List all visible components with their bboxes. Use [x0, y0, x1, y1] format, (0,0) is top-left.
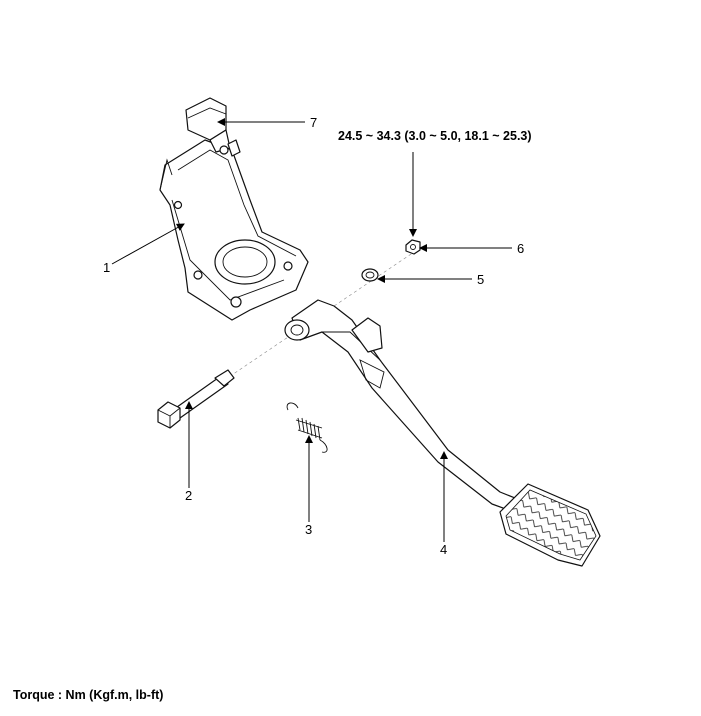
- callout-7: 7: [310, 115, 317, 130]
- clutch-pedal: [284, 299, 601, 567]
- callout-1: 1: [103, 260, 110, 275]
- callout-6: 6: [517, 241, 524, 256]
- callout-2: 2: [185, 488, 192, 503]
- callout-5: 5: [477, 272, 484, 287]
- pedal-bracket: [159, 139, 309, 321]
- nut: [405, 239, 421, 255]
- clutch-switch: [185, 97, 241, 157]
- washer: [361, 268, 379, 282]
- return-spring: [286, 402, 328, 453]
- torque-units-caption: Torque : Nm (Kgf.m, lb-ft): [13, 688, 164, 702]
- callout-4: 4: [440, 542, 447, 557]
- callout-3: 3: [305, 522, 312, 537]
- torque-spec: 24.5 ~ 34.3 (3.0 ~ 5.0, 18.1 ~ 25.3): [338, 129, 532, 143]
- callout-1-leader: [111, 223, 185, 265]
- pivot-bolt: [157, 369, 235, 429]
